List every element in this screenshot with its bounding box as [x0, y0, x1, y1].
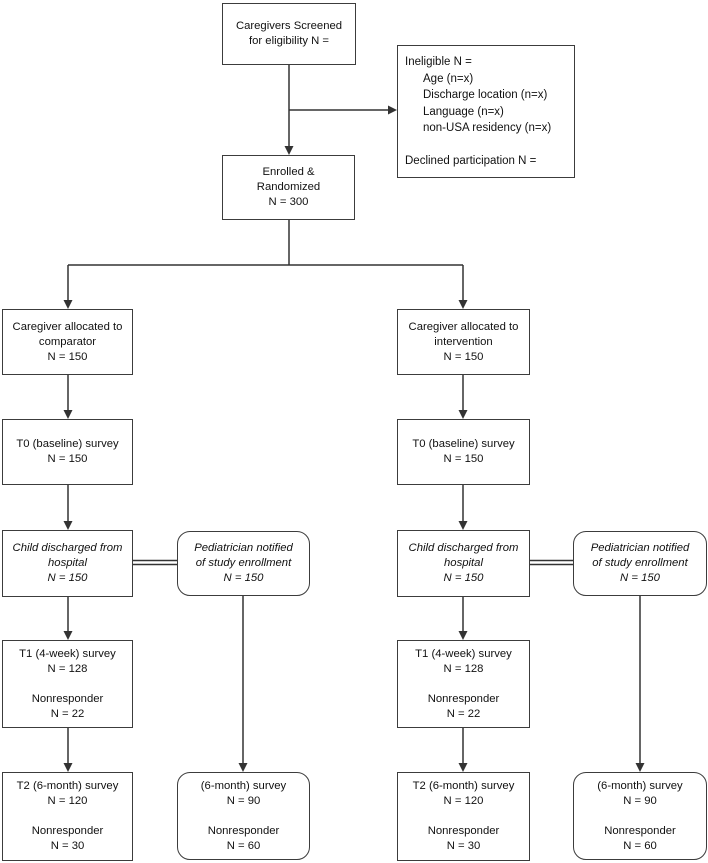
arrow-pediatrician-to-6month-right: [635, 596, 645, 772]
arrow-screened-to-enrolled: [284, 65, 294, 155]
branch-enrolled-to-arms: [63, 220, 468, 309]
arrow-pediatrician-to-6month-left: [238, 596, 248, 772]
box-ineligible: Ineligible N =Age (n=x)Discharge locatio…: [397, 45, 575, 178]
double-link-intervention: [530, 559, 573, 566]
arrow-screened-to-ineligible: [289, 105, 397, 115]
double-link-comparator: [133, 559, 177, 566]
